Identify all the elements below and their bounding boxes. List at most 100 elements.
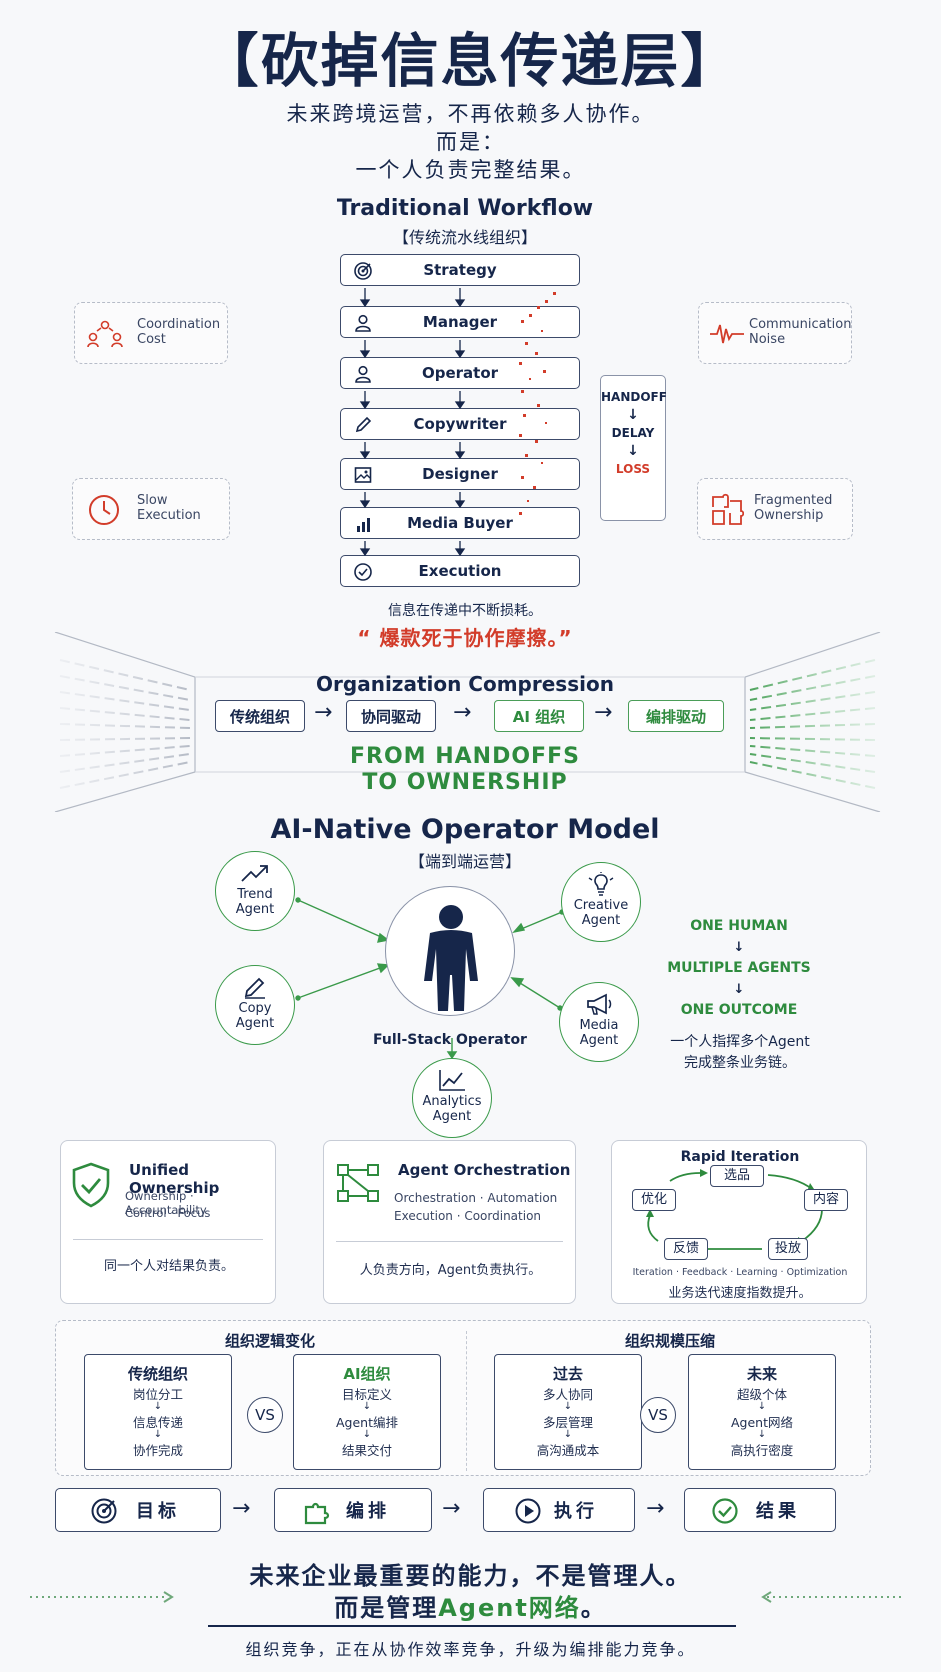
step-strategy: Strategy <box>340 254 580 286</box>
card-tags: Iteration · Feedback · Learning · Optimi… <box>632 1267 848 1278</box>
one-human-label: ONE HUMAN <box>690 918 788 934</box>
multiple-agents-label: MULTIPLE AGENTS <box>667 960 811 976</box>
check-circle-icon <box>712 1498 738 1524</box>
down-arrow-icon: ↓ <box>563 1429 573 1440</box>
ai-org-box: AI组织 目标定义 ↓ Agent编排 ↓ 结果交付 <box>293 1354 441 1470</box>
card-title: Unified Ownership <box>129 1161 220 1197</box>
handoff-delay-loss-box: HANDOFF ↓ DELAY ↓ LOSS <box>600 375 667 521</box>
step-label: Operator <box>421 364 499 382</box>
pencil-icon <box>244 977 265 999</box>
cycle-node: 反馈 <box>664 1238 708 1260</box>
person-icon <box>355 314 371 332</box>
old-org-box: 传统组织 岗位分工 ↓ 信息传递 ↓ 协作完成 <box>84 1354 232 1470</box>
compression-band <box>54 632 881 812</box>
compression-title: Organization Compression <box>316 672 614 696</box>
lead-line-2: 而是： <box>436 130 505 154</box>
page-title: 【砍掉信息传递层】 <box>200 27 741 95</box>
down-arrow-icon: ↓ <box>362 1401 372 1412</box>
logic-title: 组织逻辑变化 <box>224 1332 315 1350</box>
pencil-icon <box>355 416 372 433</box>
step-label: Copywriter <box>413 415 507 433</box>
shield-check-icon <box>72 1162 110 1208</box>
flow-execute: 执行 <box>483 1488 635 1532</box>
down-arrow-icon: ↓ <box>153 1401 163 1412</box>
orchestration-network-icon <box>337 1164 379 1202</box>
stage-ai-org: AI 组织 <box>494 700 584 732</box>
agent-connectors <box>295 897 565 1060</box>
lead-line-3: 一个人负责完整结果。 <box>355 158 586 182</box>
arrow-right-icon: → <box>232 1496 251 1521</box>
team-network-icon <box>87 320 123 348</box>
card-tags: Ownership · Accountability <box>125 1189 207 1217</box>
person-icon <box>355 365 371 383</box>
arrow-right-icon: → <box>453 700 472 725</box>
delay-label: DELAY <box>611 426 655 440</box>
information-loss-dots <box>519 292 556 515</box>
one-outcome-label: ONE OUTCOME <box>680 1002 798 1018</box>
down-arrow-icon: ↓ <box>627 443 639 459</box>
stage-traditional-org: 传统组织 <box>215 700 305 732</box>
trend-up-icon <box>241 865 268 882</box>
footer-line-1: 未来企业最重要的能力，不是管理人。 <box>249 1562 692 1590</box>
arrow-right-icon: → <box>646 1496 665 1521</box>
workflow-connectors <box>359 288 466 557</box>
past-box: 过去 多人协同 ↓ 多层管理 ↓ 高沟通成本 <box>494 1354 642 1470</box>
check-circle-icon <box>354 563 372 581</box>
arrow-right-icon: → <box>442 1496 461 1521</box>
vs-badge: VS <box>640 1397 676 1433</box>
footer-left-dotted-arrow <box>30 1591 174 1603</box>
stage-orchestration-driven: 编排驱动 <box>628 700 724 732</box>
slogan-line-1: FROM HANDOFFS <box>350 744 580 769</box>
target-icon <box>91 1498 117 1524</box>
step-copywriter: Copywriter <box>340 408 580 440</box>
traditional-title: Traditional Workflow <box>336 196 594 221</box>
slogan-line-2: TO OWNERSHIP <box>362 770 568 795</box>
down-arrow-icon: ↓ <box>362 1429 372 1440</box>
ai-model-subtitle: 【端到端运营】 <box>408 852 521 871</box>
down-arrow-icon: ↓ <box>153 1429 163 1440</box>
loss-label: LOSS <box>615 462 651 476</box>
flow-goal: 目标 <box>55 1488 221 1532</box>
card-note: 人负责方向，Agent负责执行。 <box>359 1263 542 1278</box>
arrow-right-icon: → <box>314 700 333 725</box>
step-label: Strategy <box>423 261 497 279</box>
puzzle-icon <box>304 1502 330 1525</box>
step-label: Manager <box>422 313 498 331</box>
ai-model-title: AI-Native Operator Model <box>270 814 660 845</box>
analytics-chart-icon <box>439 1070 465 1091</box>
step-execution: Execution <box>340 555 580 587</box>
person-silhouette-icon <box>424 905 478 1011</box>
card-agent-orchestration: Agent Orchestration Orchestration · Auto… <box>323 1140 576 1304</box>
card-unified-ownership: Unified Ownership Ownership · Accountabi… <box>60 1140 276 1304</box>
clock-icon <box>89 495 119 525</box>
down-arrow-icon: ↓ <box>627 407 639 423</box>
vs-badge: VS <box>247 1397 283 1433</box>
down-arrow-icon: ↓ <box>733 982 745 997</box>
card-rapid-iteration: Rapid Iteration 选品 内容 投放 反馈 优化 Iteration… <box>611 1140 867 1304</box>
operator-circle <box>385 886 515 1016</box>
step-manager: Manager <box>340 306 580 338</box>
down-arrow-icon: ↓ <box>563 1401 573 1412</box>
cycle-node: 投放 <box>768 1238 808 1260</box>
step-label: Designer <box>422 465 498 483</box>
step-operator: Operator <box>340 357 580 389</box>
card-tags: Control · Focus <box>125 1206 211 1220</box>
footer-line-2: 而是管理Agent网络。 <box>334 1594 607 1622</box>
card-title: Rapid Iteration <box>680 1149 800 1165</box>
flow-result: 结果 <box>684 1488 836 1532</box>
megaphone-icon <box>587 993 612 1015</box>
scale-title: 组织规模压缩 <box>624 1332 715 1350</box>
noise-wave-icon <box>710 324 744 344</box>
arrow-right-icon: → <box>594 700 613 725</box>
